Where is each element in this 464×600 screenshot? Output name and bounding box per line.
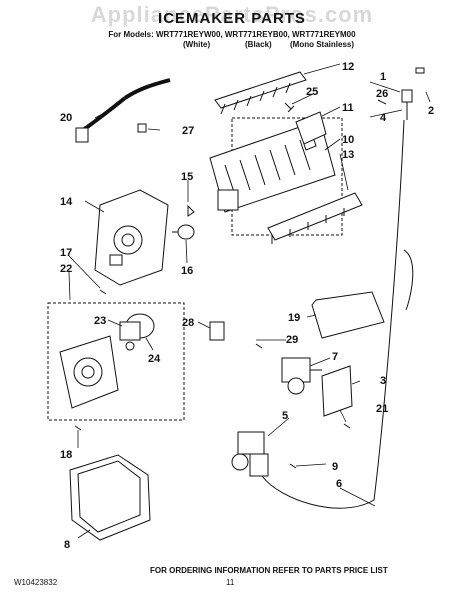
- part-19-arm: [311, 291, 385, 339]
- part-29-screw: [255, 343, 263, 349]
- part-28-bracket: [209, 321, 225, 341]
- part-2-grommet: [415, 67, 425, 74]
- part-8-cover: [69, 454, 151, 541]
- callout-28: 28: [182, 317, 194, 329]
- callout-22: 22: [60, 263, 72, 275]
- part-12-stripper: [214, 71, 307, 115]
- leader-lines: [68, 63, 431, 539]
- part-20-harness: [75, 78, 171, 143]
- callout-2: 2: [428, 105, 434, 117]
- callout-1: 1: [380, 71, 386, 83]
- watermark: AppliancePartsPros.com: [90, 2, 374, 27]
- part-1-fill-tube: [401, 89, 413, 120]
- callout-9: 9: [332, 461, 338, 473]
- part-14-control-housing: [94, 189, 169, 286]
- callout-24: 24: [148, 353, 161, 365]
- callout-27: 27: [182, 125, 194, 137]
- part-control-plate: [59, 335, 119, 409]
- part-3-bracket: [321, 365, 353, 417]
- callout-6: 6: [336, 478, 342, 490]
- callout-10: 10: [342, 134, 354, 146]
- callout-8: 8: [64, 539, 70, 551]
- part-25-screw: [284, 102, 295, 113]
- page-number: 11: [226, 578, 235, 587]
- part-17-screw: [99, 289, 107, 295]
- part-13-shield: [267, 192, 363, 244]
- callout-3: 3: [380, 375, 386, 387]
- variant-black: (Black): [245, 40, 272, 49]
- model-list: For Models: WRT771REYW00, WRT771REYB00, …: [108, 30, 356, 39]
- part-5-water-valve: [231, 431, 269, 477]
- part-7-valve: [281, 357, 322, 395]
- page-title: ICEMAKER PARTS: [158, 10, 306, 27]
- callout-18: 18: [60, 449, 72, 461]
- callout-5: 5: [282, 410, 288, 422]
- part-21-screw: [343, 423, 351, 429]
- variant-white: (White): [183, 40, 211, 49]
- callout-23: 23: [94, 315, 106, 327]
- callout-labels: 1 2 3 4 5 6 7 8 9 10 11 12 13 14 15 16 1…: [60, 61, 434, 551]
- part-16-motor: [172, 224, 195, 240]
- callout-25: 25: [306, 86, 318, 98]
- callout-26: 26: [376, 88, 388, 100]
- callout-16: 16: [181, 265, 193, 277]
- callout-13: 13: [342, 149, 354, 161]
- part-27-clip: [137, 123, 147, 133]
- part-26-screw: [377, 99, 387, 105]
- callout-4: 4: [380, 112, 387, 124]
- part-18-screw: [74, 425, 82, 431]
- callout-20: 20: [60, 112, 72, 124]
- callout-21: 21: [376, 403, 388, 415]
- part-rod: [403, 249, 414, 311]
- callout-17: 17: [60, 247, 72, 259]
- callout-19: 19: [288, 312, 300, 324]
- callout-29: 29: [286, 334, 298, 346]
- callout-14: 14: [60, 196, 73, 208]
- callout-11: 11: [342, 102, 354, 114]
- part-11-fill-cup: [295, 111, 327, 151]
- variant-mono-stainless: (Mono Stainless): [290, 40, 355, 49]
- ordering-info: FOR ORDERING INFORMATION REFER TO PARTS …: [150, 566, 388, 575]
- module-outline: [47, 302, 185, 421]
- callout-15: 15: [181, 171, 193, 183]
- part-15-arm: [187, 204, 195, 217]
- part-23-motor: [119, 313, 155, 351]
- callout-7: 7: [332, 351, 338, 363]
- part-9-screw: [289, 463, 297, 469]
- document-number: W10423832: [14, 578, 58, 587]
- part-6-water-tube: [261, 119, 405, 509]
- callout-12: 12: [342, 61, 354, 73]
